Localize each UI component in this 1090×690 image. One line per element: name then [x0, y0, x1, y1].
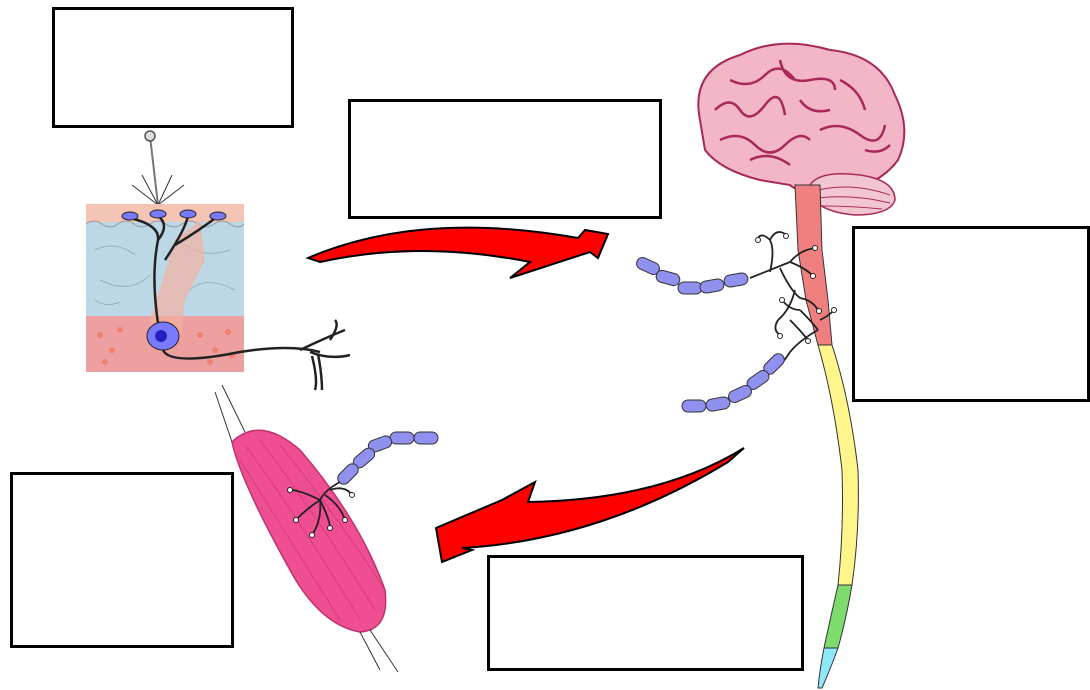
label-box-sensory-pathway[interactable] — [348, 99, 662, 219]
arrow-icon — [436, 448, 744, 562]
skin-receptor-icon — [86, 204, 244, 372]
pin-icon — [132, 131, 184, 205]
label-box-integration-center[interactable] — [852, 226, 1090, 402]
muscle-icon — [215, 385, 398, 672]
spinal-cord-icon — [795, 185, 858, 688]
label-box-stimulus[interactable] — [52, 7, 294, 128]
label-box-effector[interactable] — [10, 472, 234, 648]
arrow-icon — [308, 228, 608, 278]
label-box-motor-pathway[interactable] — [487, 555, 804, 671]
